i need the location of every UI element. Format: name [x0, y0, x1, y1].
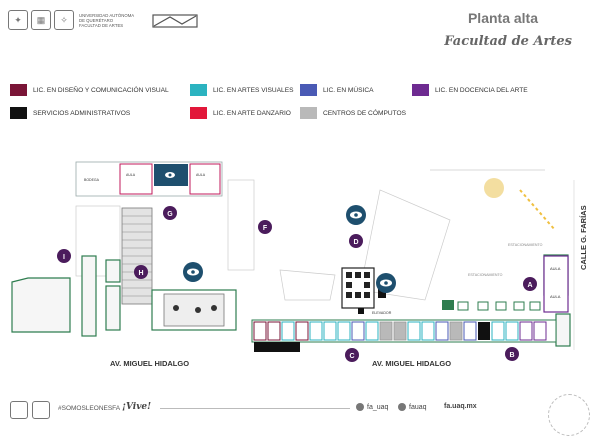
- facebook-handle: fauaq: [409, 403, 427, 411]
- facebook-link[interactable]: fauaq: [398, 403, 427, 411]
- legend-swatch: [10, 84, 27, 96]
- eye-markers: [162, 167, 396, 293]
- legend-label: LIC. EN MÚSICA: [323, 86, 374, 94]
- marker-c-label: C: [349, 353, 354, 360]
- page-title: Planta alta: [467, 10, 538, 26]
- legend-swatch: [300, 84, 317, 96]
- tower-hatching: [122, 215, 152, 297]
- aula-strip-cells: [253, 321, 547, 341]
- divider-arrow: [160, 408, 350, 409]
- parking-planters: [457, 301, 541, 311]
- university-name: UNIVERSIDAD AUTÓNOMA DE QUERÉTARO FACULT…: [79, 13, 134, 28]
- university-logo: ✦ ▦ ✧ UNIVERSIDAD AUTÓNOMA DE QUERÉTARO …: [8, 10, 134, 30]
- legend-item-danzario: LIC. EN ARTE DANZARIO: [190, 107, 291, 119]
- estacionamiento-label-2: ESTACIONAMIENTO: [508, 243, 543, 247]
- eye-icon[interactable]: [376, 273, 396, 293]
- university-line2: DE QUERÉTARO: [79, 17, 114, 23]
- instagram-icon: [356, 403, 364, 411]
- top-aula-1: AULA: [126, 173, 136, 177]
- street-hidalgo-right: AV. MIGUEL HIDALGO: [372, 359, 451, 368]
- legend-label: LIC. EN DOCENCIA DEL ARTE: [435, 86, 528, 94]
- legend-item-docencia: LIC. EN DOCENCIA DEL ARTE: [412, 84, 528, 96]
- legend-swatch: [412, 84, 429, 96]
- instagram-handle: fa_uaq: [367, 403, 389, 411]
- facebook-icon: [398, 403, 406, 411]
- vive-logo: ¡Vive!: [122, 402, 152, 412]
- marker-a[interactable]: [523, 277, 537, 291]
- legend-item-musica: LIC. EN MÚSICA: [300, 84, 374, 96]
- street-farias: CALLE G. FARÍAS: [579, 205, 588, 270]
- footer-crest-icon: [32, 401, 50, 419]
- legend-item-servicios: SERVICIOS ADMINISTRATIVOS: [10, 107, 130, 119]
- marker-g[interactable]: [163, 206, 177, 220]
- marker-d-label: D: [353, 239, 358, 246]
- elevador-label: ELEVADOR: [372, 311, 392, 315]
- university-line1: UNIVERSIDAD AUTÓNOMA: [79, 12, 135, 18]
- top-building: AULA AULA BODEGA: [75, 161, 223, 197]
- admin-block: [358, 308, 364, 314]
- street-hidalgo-left: AV. MIGUEL HIDALGO: [110, 359, 189, 368]
- estacionamiento-label-1: ESTACIONAMIENTO: [468, 273, 503, 277]
- crest-icon: ✧: [54, 10, 74, 30]
- markers: [57, 206, 537, 362]
- faculty-line: FACULTAD DE ARTES: [79, 22, 124, 28]
- marker-g-label: G: [167, 211, 173, 218]
- yellow-path: [519, 189, 556, 231]
- legend-item-computo: CENTROS DE CÓMPUTOS: [300, 107, 406, 119]
- eye-icon[interactable]: [183, 262, 203, 282]
- courtyard-furniture: [173, 305, 217, 313]
- bottom-seal-icon: [548, 394, 590, 436]
- legend-label: LIC. EN ARTES VISUALES: [213, 86, 294, 94]
- marker-h[interactable]: [134, 265, 148, 279]
- marker-b-label: B: [509, 352, 514, 359]
- marker-h-label: H: [138, 270, 143, 277]
- footer-seal-icon: [10, 401, 28, 419]
- aula-column-a: [543, 255, 569, 313]
- marker-b[interactable]: [505, 347, 519, 361]
- marker-f[interactable]: [258, 220, 272, 234]
- parking-green: [442, 300, 454, 310]
- marker-letters: A B C D F G H I: [63, 211, 533, 360]
- legend-label: LIC. EN ARTE DANZARIO: [213, 109, 291, 117]
- legend-swatch: [190, 107, 207, 119]
- marker-i-label: I: [63, 254, 65, 261]
- marker-i[interactable]: [57, 249, 71, 263]
- uaq-seal-icon: ✦: [8, 10, 28, 30]
- outline-buildings: [75, 169, 545, 301]
- fa-seal-icon: ▦: [31, 10, 51, 30]
- stairs-cells: [346, 272, 370, 298]
- yellow-pin: [484, 178, 504, 198]
- eye-icon[interactable]: [346, 205, 366, 225]
- website-link[interactable]: fa.uaq.mx: [444, 403, 477, 410]
- legend-swatch: [190, 84, 207, 96]
- legend-swatch: [10, 107, 27, 119]
- marker-d[interactable]: [349, 234, 363, 248]
- legend-label: CENTROS DE CÓMPUTOS: [323, 109, 407, 117]
- legend-item-diseno: LIC. EN DISEÑO Y COMUNICACIÓN VISUAL: [10, 84, 169, 96]
- eye-icon[interactable]: [162, 167, 178, 183]
- legend-label: SERVICIOS ADMINISTRATIVOS: [33, 109, 131, 117]
- hashtag: #SOMOSLEONESFA: [58, 405, 121, 412]
- fa-logo-mark: [152, 14, 198, 28]
- page-subtitle: Facultad de Artes: [444, 34, 572, 49]
- top-aula-2: AULA: [196, 173, 206, 177]
- aula-a1-label: AULA: [550, 266, 561, 271]
- footer-logos: [10, 401, 50, 419]
- marker-c[interactable]: [345, 348, 359, 362]
- legend-label: LIC. EN DISEÑO Y COMUNICACIÓN VISUAL: [33, 86, 169, 94]
- instagram-link[interactable]: fa_uaq: [356, 403, 388, 411]
- legend-item-artes-visuales: LIC. EN ARTES VISUALES: [190, 84, 294, 96]
- legend-swatch: [300, 107, 317, 119]
- admin-entrance: [254, 342, 300, 352]
- marker-f-label: F: [263, 225, 268, 232]
- website-url: fa.uaq.mx: [444, 403, 477, 410]
- marker-a-label: A: [527, 282, 532, 289]
- aula-a2-label: AULA: [550, 294, 561, 299]
- floor-plan-map: AULA AULA BODEGA: [11, 161, 588, 368]
- bodega-label: BODEGA: [84, 178, 100, 182]
